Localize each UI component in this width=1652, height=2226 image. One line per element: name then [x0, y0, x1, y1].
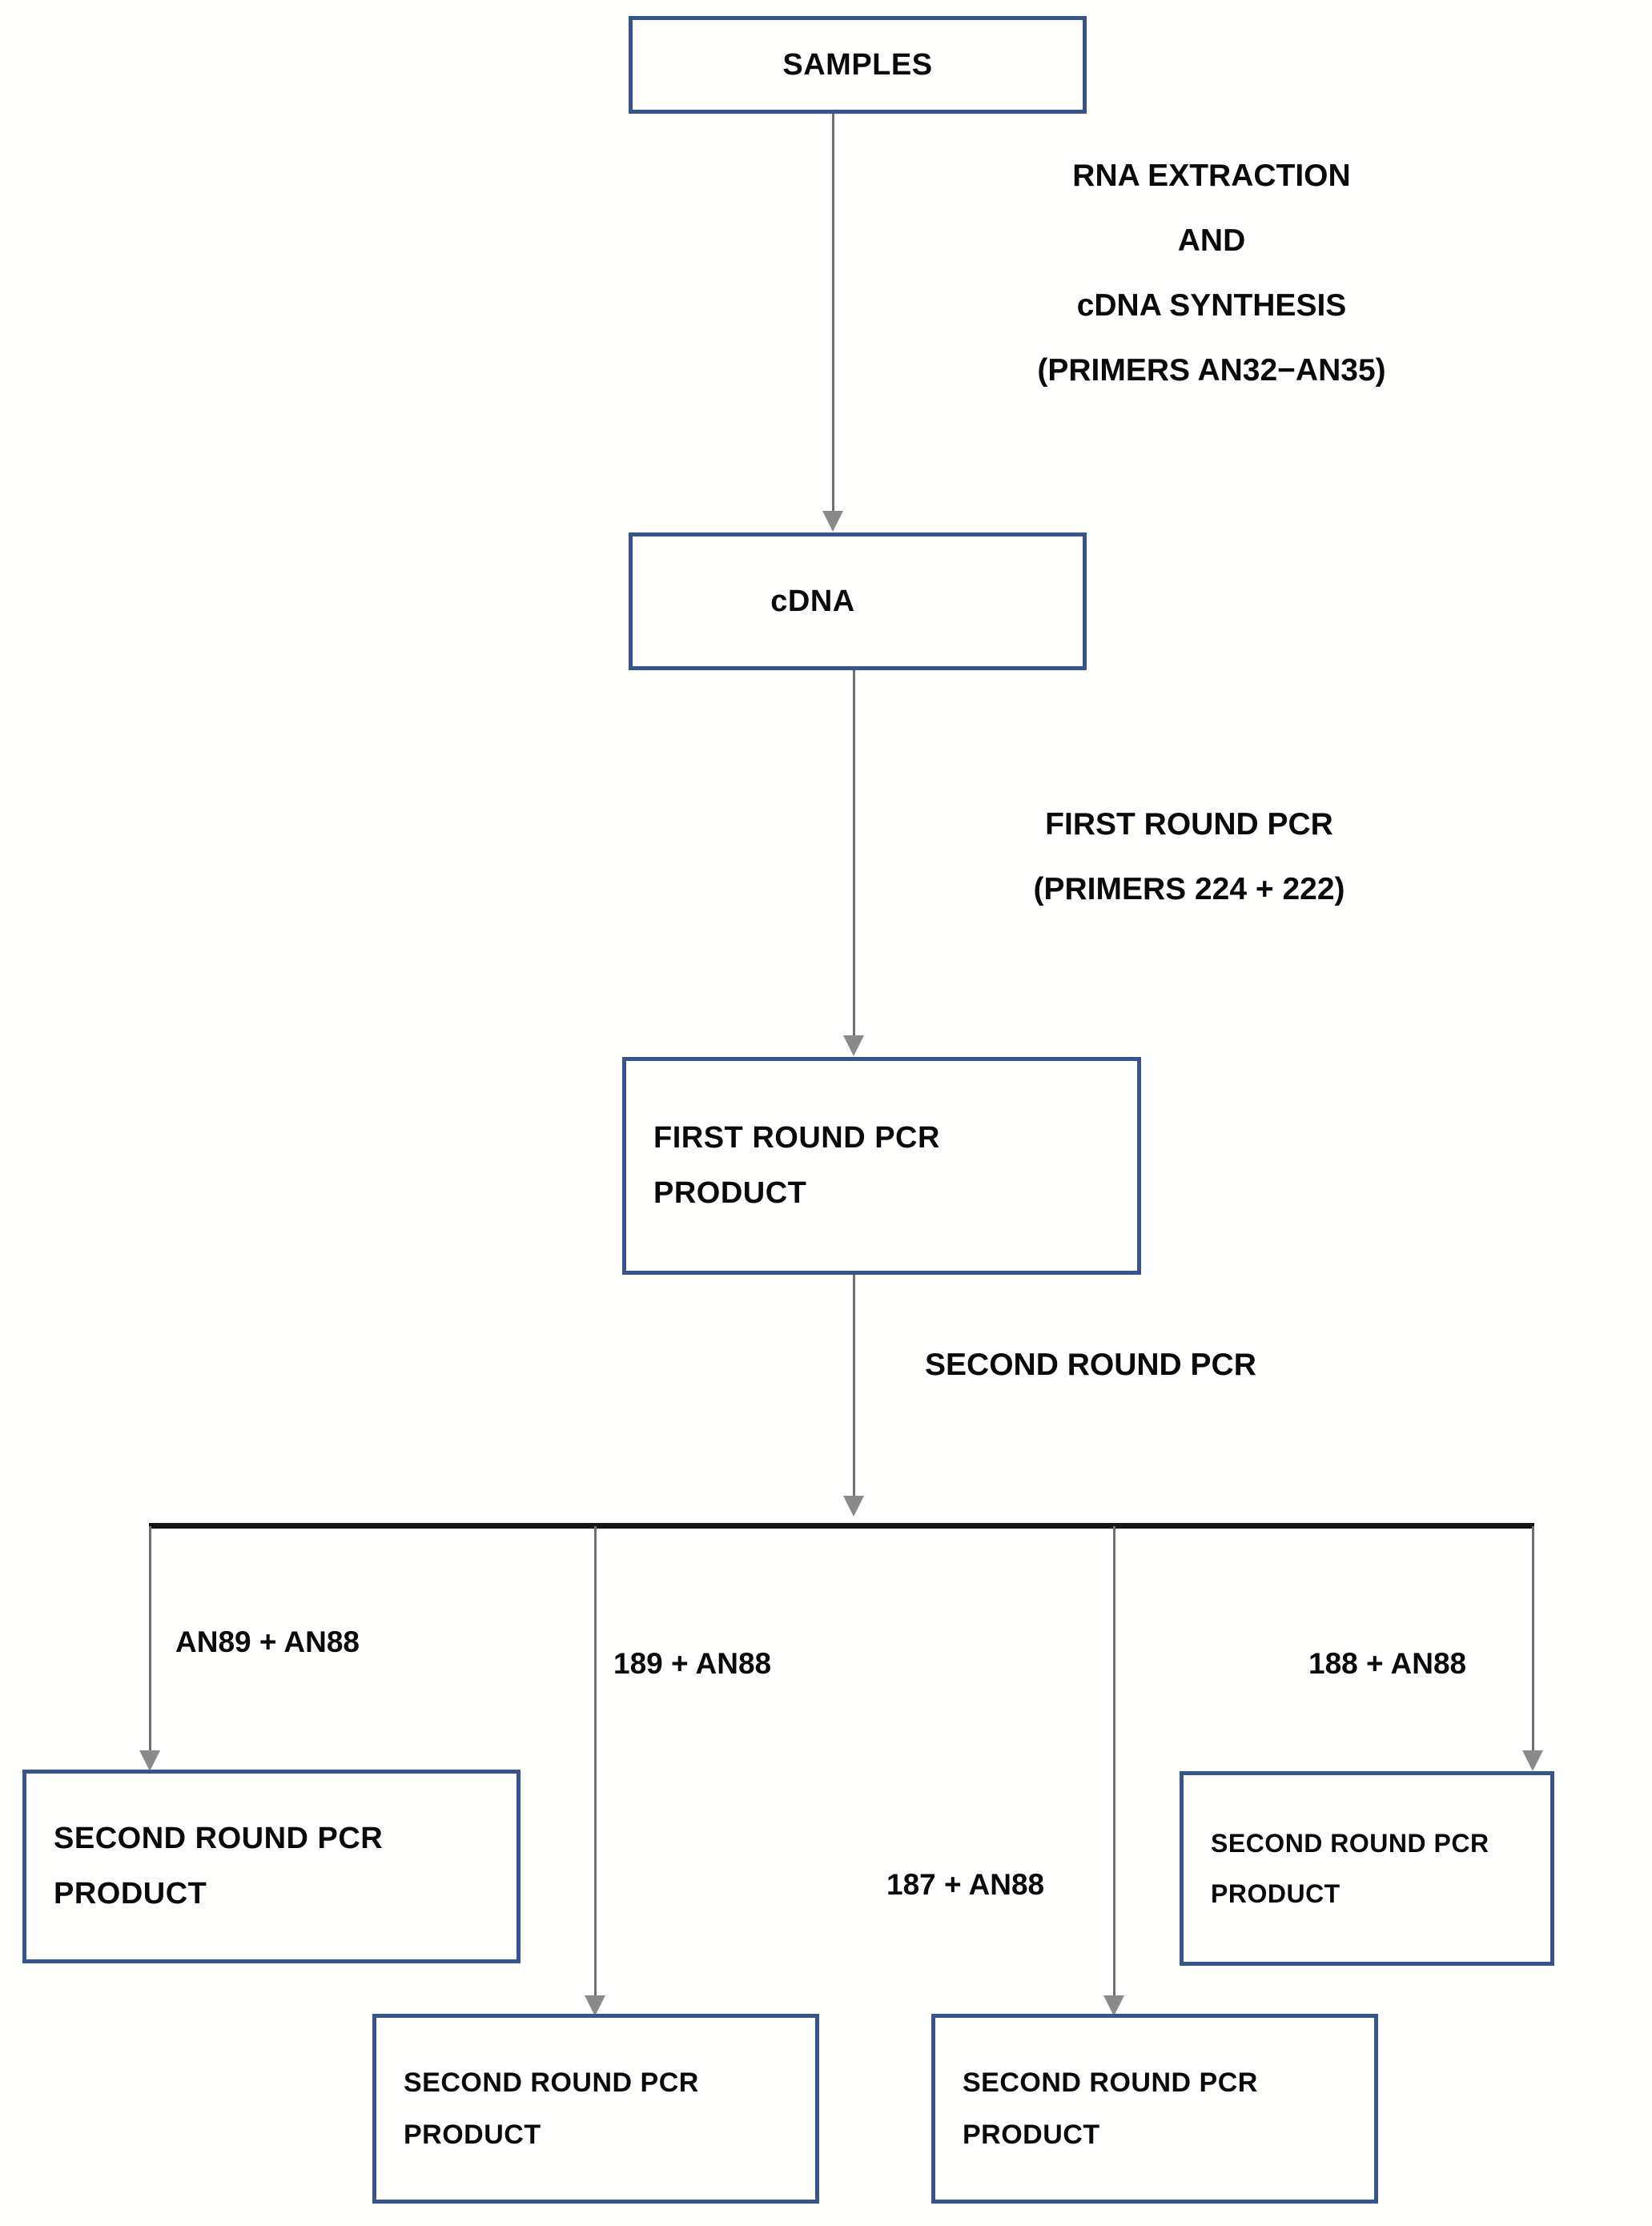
branch-label-2: 189 + AN88 [613, 1647, 772, 1680]
node-second-round-product-2: SECOND ROUND PCR PRODUCT [372, 2014, 819, 2204]
step-first-round-pcr-line2: (PRIMERS 224 + 222) [1033, 872, 1345, 906]
branch-label-4: 188 + AN88 [1308, 1647, 1467, 1680]
node-second-round-product-1-line2: PRODUCT [54, 1877, 207, 1911]
arrowhead-branch-4 [1522, 1750, 1543, 1771]
node-second-round-product-4: SECOND ROUND PCR PRODUCT [1180, 1771, 1554, 1966]
node-second-round-product-3-line1: SECOND ROUND PCR [963, 2067, 1258, 2098]
arrowhead-branch-1 [139, 1750, 160, 1771]
arrowhead-samples-to-cdna [822, 511, 843, 532]
step-rna-extraction: RNA EXTRACTION AND cDNA SYNTHESIS (PRIME… [995, 160, 1428, 386]
step-first-round-pcr: FIRST ROUND PCR (PRIMERS 224 + 222) [973, 809, 1405, 905]
connector-first-round-to-split [853, 1275, 855, 1499]
step-first-round-pcr-line1: FIRST ROUND PCR [1045, 807, 1333, 842]
node-second-round-product-2-line2: PRODUCT [404, 2119, 541, 2150]
branch-label-1: AN89 + AN88 [175, 1625, 360, 1658]
connector-branch-4 [1532, 1526, 1534, 1758]
node-samples: SAMPLES [629, 16, 1087, 114]
step-rna-extraction-line2: AND [1177, 223, 1246, 258]
connector-branch-3 [1113, 1526, 1115, 2007]
step-second-round-pcr-label: SECOND ROUND PCR [925, 1348, 1256, 1382]
step-rna-extraction-line4: (PRIMERS AN32−AN35) [1037, 353, 1386, 388]
node-second-round-product-1: SECOND ROUND PCR PRODUCT [22, 1770, 521, 1963]
arrowhead-branch-3 [1103, 1995, 1124, 2016]
step-rna-extraction-line1: RNA EXTRACTION [1072, 159, 1351, 193]
node-first-round-product-line2: PRODUCT [653, 1176, 807, 1210]
node-second-round-product-4-line1: SECOND ROUND PCR [1211, 1828, 1489, 1858]
node-first-round-product-line1: FIRST ROUND PCR [653, 1121, 940, 1155]
node-samples-label: SAMPLES [782, 47, 933, 82]
connector-branch-1 [149, 1526, 151, 1758]
node-cdna: cDNA [629, 532, 1087, 670]
node-second-round-product-3: SECOND ROUND PCR PRODUCT [931, 2014, 1378, 2204]
node-cdna-label: cDNA [770, 584, 855, 618]
connector-branch-2 [594, 1526, 597, 2007]
node-second-round-product-4-line2: PRODUCT [1211, 1878, 1340, 1908]
node-second-round-product-2-line1: SECOND ROUND PCR [404, 2067, 699, 2098]
node-second-round-product-3-line2: PRODUCT [963, 2119, 1100, 2150]
split-bar [149, 1523, 1534, 1529]
arrowhead-branch-2 [585, 1995, 605, 2016]
branch-label-3: 187 + AN88 [886, 1868, 1045, 1901]
arrowhead-cdna-to-first-round [843, 1035, 864, 1056]
node-second-round-product-1-line1: SECOND ROUND PCR [54, 1822, 384, 1855]
connector-cdna-to-first-round [853, 670, 855, 1039]
arrowhead-first-round-to-split [843, 1496, 864, 1517]
node-first-round-product: FIRST ROUND PCR PRODUCT [622, 1057, 1141, 1275]
step-rna-extraction-line3: cDNA SYNTHESIS [1076, 288, 1347, 323]
connector-samples-to-cdna [832, 114, 834, 514]
